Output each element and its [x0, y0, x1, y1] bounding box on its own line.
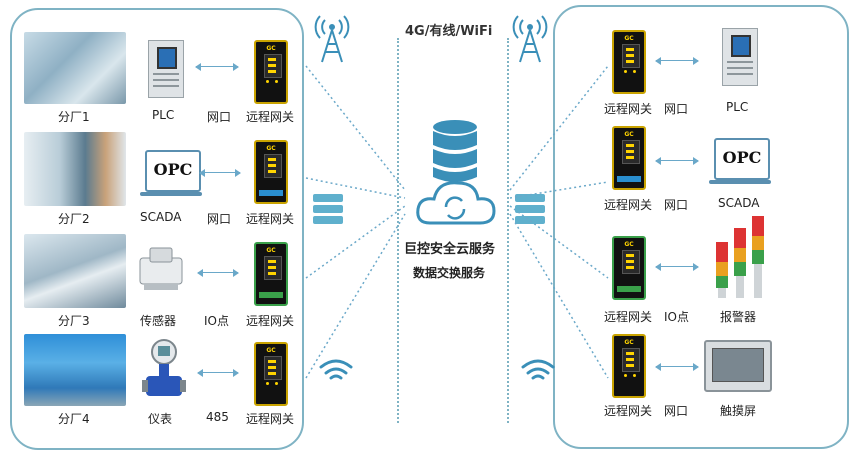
arrow-left-4: [197, 369, 239, 377]
wifi-icon-right: [521, 359, 555, 380]
gateway-label: 远程网关: [604, 198, 653, 212]
network-label: 4G/有线/WiFi: [405, 24, 493, 39]
right-site-panel: [553, 5, 849, 449]
alarm-light-icon: [716, 216, 764, 298]
remote-gateway-icon: GC: [612, 126, 646, 190]
remote-gateway-icon: GC: [612, 30, 646, 94]
touch-screen-icon: [704, 340, 772, 392]
cloud-database-icon: [416, 120, 496, 225]
divider-left: [397, 38, 399, 423]
factory-4-photo: [24, 334, 126, 406]
factory-3-label: 分厂3: [58, 314, 90, 328]
touchscreen-label: 触摸屏: [720, 404, 757, 418]
gateway-label: 远程网关: [246, 412, 295, 426]
remote-gateway-icon: GC: [254, 40, 288, 104]
remote-gateway-icon: GC: [254, 242, 288, 306]
gateway-label: 远程网关: [246, 314, 295, 328]
factory-4-label: 分厂4: [58, 412, 90, 426]
remote-gateway-icon: GC: [254, 342, 288, 406]
link-label: 网口: [207, 110, 232, 124]
plc-label: PLC: [726, 100, 749, 114]
data-exchange-label: 数据交换服务: [413, 266, 486, 280]
opc-monitor-icon: OPC: [714, 138, 770, 180]
factory-2-label: 分厂2: [58, 212, 90, 226]
gateway-label: 远程网关: [246, 212, 295, 226]
arrow-left-1: [195, 63, 239, 71]
link-label: 网口: [664, 404, 689, 418]
gateway-label: 远程网关: [604, 310, 653, 324]
cell-tower-icon-left: [314, 15, 350, 63]
factory-2-photo: [24, 132, 126, 206]
link-label: 网口: [207, 212, 232, 226]
plc-icon: [722, 28, 758, 86]
wifi-icon-left: [319, 359, 353, 380]
scada-label: SCADA: [718, 196, 760, 210]
plc-icon: [148, 40, 184, 98]
arrow-right-2: [655, 157, 699, 165]
meter-label: 仪表: [148, 412, 173, 426]
sensor-icon: [139, 247, 183, 290]
gateway-label: 远程网关: [604, 102, 653, 116]
remote-gateway-icon: GC: [254, 140, 288, 204]
link-label: 网口: [664, 102, 689, 116]
io-label: IO点: [664, 310, 689, 324]
arrow-right-4: [655, 363, 699, 371]
rs485-label: 485: [206, 410, 229, 424]
cloud-service-title: 巨控安全云服务: [404, 242, 496, 257]
monitor-base: [709, 180, 771, 184]
io-label: IO点: [204, 314, 229, 328]
sensor-label: 传感器: [140, 314, 177, 328]
cell-tower-icon-right: [512, 15, 548, 63]
arrow-left-3: [197, 269, 239, 277]
factory-3-photo: [24, 234, 126, 308]
remote-gateway-icon: GC: [612, 334, 646, 398]
arrow-right-1: [655, 57, 699, 65]
factory-1-label: 分厂1: [58, 110, 90, 124]
plc-label: PLC: [152, 108, 175, 122]
arrow-right-3: [655, 263, 699, 271]
gateway-label: 远程网关: [246, 110, 295, 124]
flow-meter-icon: [142, 339, 186, 396]
monitor-base: [140, 192, 202, 196]
gateway-label: 远程网关: [604, 404, 653, 418]
alarm-label: 报警器: [720, 310, 757, 324]
server-icon-left: [313, 194, 343, 227]
arrow-left-2: [199, 169, 241, 177]
opc-monitor-icon: OPC: [145, 150, 201, 192]
remote-gateway-icon: GC: [612, 236, 646, 300]
scada-label: SCADA: [140, 210, 182, 224]
factory-1-photo: [24, 32, 126, 104]
link-label: 网口: [664, 198, 689, 212]
divider-right: [507, 38, 509, 423]
server-icon-right: [515, 194, 545, 227]
